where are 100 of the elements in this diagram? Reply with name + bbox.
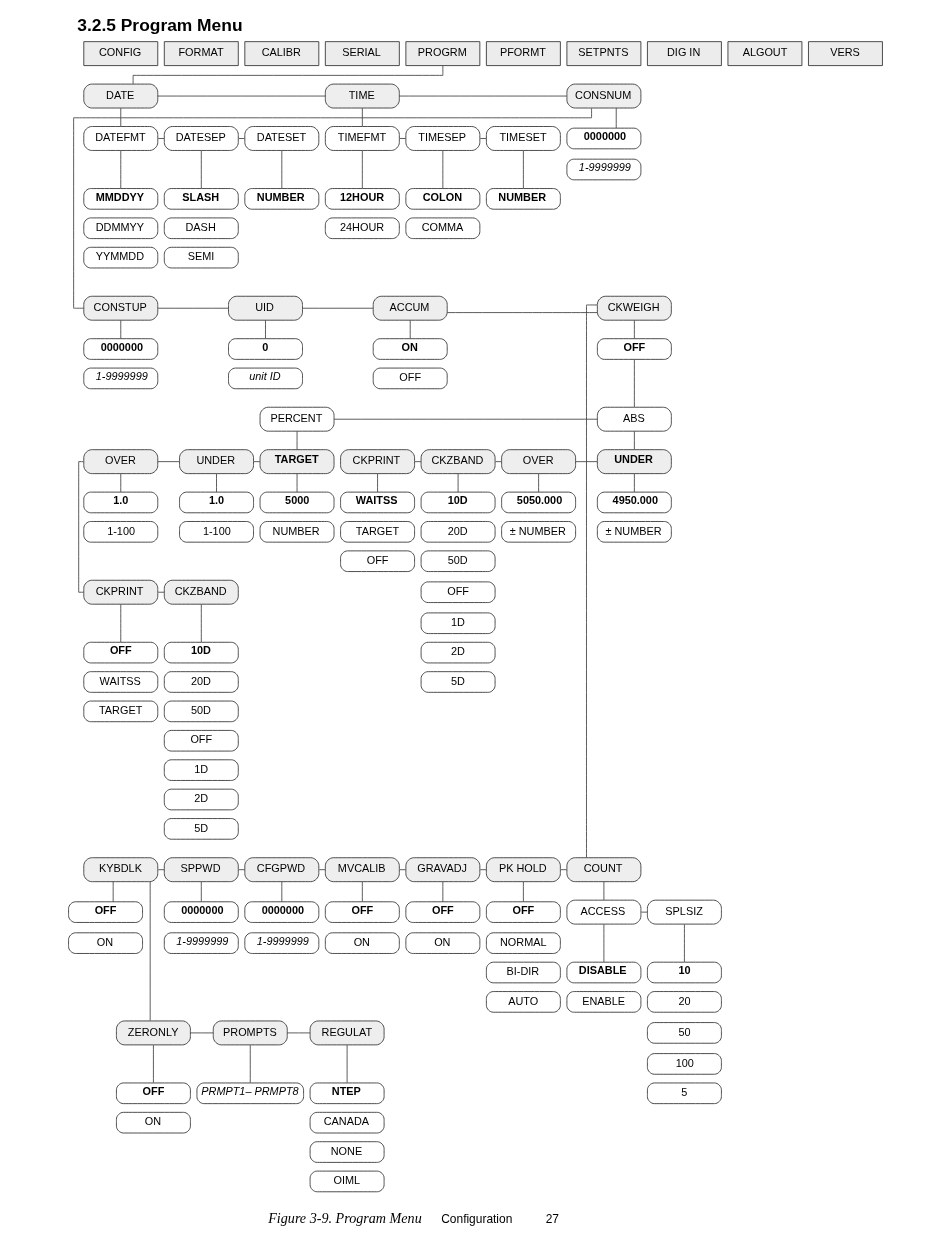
connector bbox=[237, 868, 245, 870]
node-box: 100 bbox=[646, 1052, 722, 1075]
node-box: OFF bbox=[339, 549, 415, 572]
node-box: REGULAT bbox=[309, 1020, 385, 1045]
connector bbox=[633, 319, 635, 339]
node-box: ABS bbox=[596, 406, 672, 432]
node-box: CKZBAND bbox=[420, 448, 496, 474]
node-box: BI-DIR bbox=[485, 961, 561, 983]
node-box: DATESEP bbox=[163, 125, 239, 151]
node-box: OIML bbox=[309, 1170, 385, 1192]
connector bbox=[494, 460, 502, 462]
node-box: OFF bbox=[82, 641, 158, 663]
node-box: 5D bbox=[420, 670, 496, 693]
node-box: DASH bbox=[163, 217, 239, 239]
connector bbox=[522, 880, 524, 902]
connector bbox=[237, 137, 245, 139]
node-box: OFF bbox=[404, 900, 480, 923]
connector bbox=[119, 319, 121, 339]
connector bbox=[441, 149, 443, 189]
node-box: 12HOUR bbox=[324, 187, 400, 210]
connector bbox=[346, 1044, 348, 1083]
connector bbox=[559, 868, 567, 870]
node-box: COMMA bbox=[404, 217, 480, 239]
node-box: VERS bbox=[807, 40, 883, 66]
connector bbox=[119, 472, 121, 492]
node-box: COLON bbox=[404, 187, 480, 210]
node-box: DATEFMT bbox=[82, 125, 158, 151]
connector bbox=[522, 149, 524, 189]
label: Configuration bbox=[440, 1211, 512, 1226]
node-box: PRMPT1– PRMPT8 bbox=[196, 1082, 304, 1104]
node-box: 1-9999999 bbox=[82, 367, 158, 389]
node-box: 20 bbox=[646, 990, 722, 1013]
connector bbox=[249, 1044, 251, 1083]
node-box: OVER bbox=[82, 448, 158, 474]
connector bbox=[119, 149, 121, 189]
node-box: CKZBAND bbox=[163, 579, 239, 605]
connector bbox=[112, 880, 114, 902]
node-box: ACCUM bbox=[372, 295, 448, 321]
node-box: UNDER bbox=[178, 448, 254, 474]
node-box: CKWEIGH bbox=[596, 295, 672, 321]
node-box: DATESET bbox=[243, 125, 319, 151]
node-box: FORMAT bbox=[163, 40, 239, 66]
node-box: 0000000 bbox=[163, 900, 239, 923]
node-box: 1-9999999 bbox=[243, 931, 319, 954]
node-box: 50D bbox=[420, 549, 496, 572]
connector bbox=[72, 107, 592, 309]
node-box: CALIBR bbox=[243, 40, 319, 66]
node-box: PFORMT bbox=[485, 40, 561, 66]
node-box: 1-9999999 bbox=[565, 158, 641, 180]
node-box: ON bbox=[115, 1111, 191, 1133]
node-box: 1D bbox=[163, 758, 239, 781]
node-box: OFF bbox=[67, 900, 143, 923]
node-box: NUMBER bbox=[485, 187, 561, 210]
connector bbox=[280, 149, 282, 189]
connector bbox=[683, 923, 685, 962]
node-box: ACCESS bbox=[565, 899, 641, 925]
connector bbox=[301, 307, 373, 309]
node-box: 1.0 bbox=[178, 491, 254, 513]
node-box: 5000 bbox=[259, 491, 334, 513]
node-box: DATE bbox=[82, 83, 158, 108]
node-box: OFF bbox=[324, 900, 400, 923]
label: 27 bbox=[545, 1211, 559, 1226]
connector bbox=[200, 880, 202, 902]
node-box: CONFIG bbox=[82, 40, 158, 66]
node-box: 10 bbox=[646, 961, 722, 983]
node-box: TIMEFMT bbox=[324, 125, 400, 151]
node-box: OFF bbox=[115, 1082, 191, 1104]
node-box: SPLSIZ bbox=[646, 899, 722, 925]
connector bbox=[157, 591, 165, 593]
node-box: OFF bbox=[420, 580, 496, 603]
node-box: TARGET bbox=[259, 448, 334, 474]
node-box: OFF bbox=[596, 337, 672, 360]
node-box: 50 bbox=[646, 1021, 722, 1044]
node-box: OFF bbox=[485, 900, 561, 923]
node-box: MVCALIB bbox=[324, 856, 400, 882]
node-box: PROMPTS bbox=[212, 1020, 288, 1045]
connector bbox=[398, 137, 406, 139]
node-box: TARGET bbox=[82, 700, 158, 722]
node-box: WAITSS bbox=[82, 670, 158, 693]
node-box: OFF bbox=[372, 367, 448, 389]
connector bbox=[479, 137, 487, 139]
node-box: AUTO bbox=[485, 990, 561, 1013]
connector bbox=[157, 137, 165, 139]
connector bbox=[574, 460, 598, 462]
node-box: CFGPWD bbox=[243, 856, 319, 882]
node-box: NONE bbox=[309, 1140, 385, 1163]
connector bbox=[376, 472, 378, 492]
connector bbox=[157, 95, 325, 96]
node-box: 4950.000 bbox=[596, 491, 672, 513]
connector bbox=[585, 304, 598, 858]
node-box: ON bbox=[404, 931, 480, 954]
connector bbox=[446, 311, 598, 313]
node-box: 20D bbox=[420, 520, 496, 543]
connector bbox=[132, 65, 443, 84]
node-box: 0000000 bbox=[565, 127, 641, 149]
connector bbox=[264, 319, 266, 339]
node-box: TIME bbox=[324, 83, 400, 108]
node-box: MMDDYY bbox=[82, 187, 158, 210]
connector bbox=[479, 868, 487, 870]
node-box: 10D bbox=[163, 641, 239, 663]
